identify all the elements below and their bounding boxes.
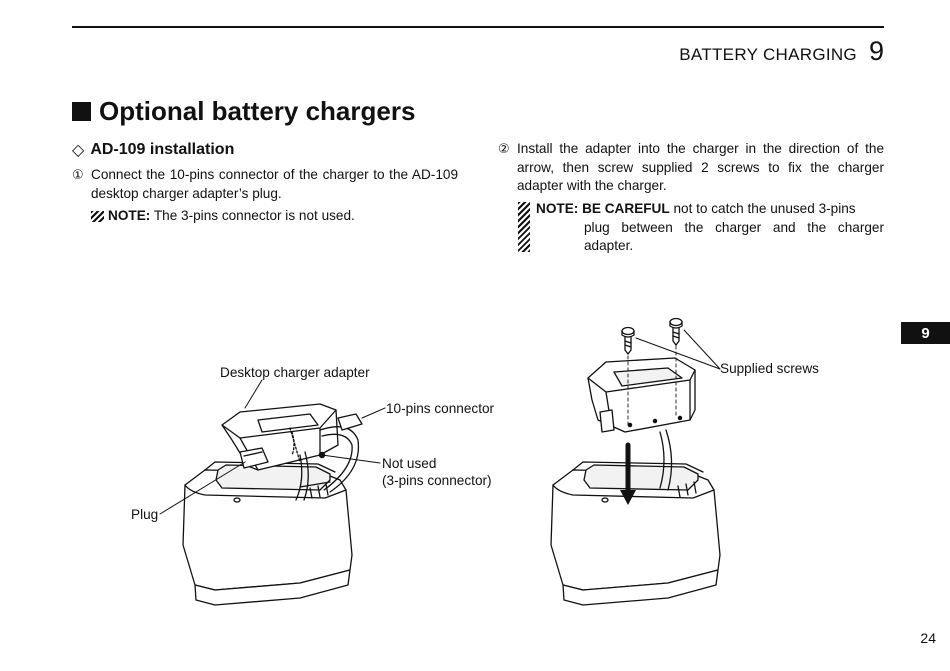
left-charger-base <box>182 461 353 606</box>
main-heading: Optional battery chargers <box>72 96 415 127</box>
step-1: ① Connect the 10-pins connector of the c… <box>72 166 458 203</box>
label-supplied-screws: Supplied screws <box>720 361 819 376</box>
note-2: NOTE: BE CAREFUL not to catch the unused… <box>518 200 884 256</box>
note-2-emphasis: BE CAREFUL <box>582 201 670 216</box>
note-1-text: The 3-pins connector is not used. <box>150 208 355 223</box>
right-charger-base <box>550 461 721 606</box>
desktop-charger-adapter <box>221 403 363 501</box>
label-not-used: Not used <box>382 456 437 471</box>
chapter-tab: 9 <box>901 322 950 344</box>
label-10-pins-connector: 10-pins connector <box>386 401 495 416</box>
page-header: BATTERY CHARGING 9 <box>679 36 884 67</box>
note-1: NOTE: The 3-pins connector is not used. <box>91 207 355 226</box>
section-number: 9 <box>868 36 884 66</box>
right-adapter <box>587 345 696 491</box>
square-bullet-icon <box>72 102 91 121</box>
note-2-label: NOTE: <box>536 201 579 216</box>
note-2-text-line1: not to catch the unused 3-pins <box>669 201 856 216</box>
label-desktop-charger-adapter: Desktop charger adapter <box>220 365 370 380</box>
sub-heading-text: AD-109 installation <box>90 141 235 158</box>
label-plug: Plug <box>131 507 159 522</box>
screws-illustration <box>621 317 683 355</box>
sub-heading: ◇ AD-109 installation <box>72 140 234 160</box>
page-number: 24 <box>920 630 936 646</box>
diamond-icon: ◇ <box>72 142 85 159</box>
section-title: BATTERY CHARGING <box>679 45 857 64</box>
note-2-text-rest: plug between the charger and the charger… <box>584 219 884 254</box>
note-1-label: NOTE: <box>108 208 151 223</box>
step-1-text: Connect the 10-pins connector of the cha… <box>91 167 458 201</box>
step-2-text: Install the adapter into the charger in … <box>517 141 884 193</box>
note-2-first-line: NOTE: BE CAREFUL not to catch the unused… <box>536 200 884 219</box>
note-stripes-icon <box>518 202 530 252</box>
main-heading-text: Optional battery chargers <box>99 96 416 126</box>
step-1-number: ① <box>72 167 84 182</box>
label-3-pins-connector: (3-pins connector) <box>382 473 492 488</box>
top-rule <box>72 26 884 28</box>
arrow-down-icon <box>620 490 636 505</box>
step-2: ② Install the adapter into the charger i… <box>498 140 884 196</box>
step-2-number: ② <box>498 141 510 156</box>
note-stripes-icon <box>91 210 104 222</box>
